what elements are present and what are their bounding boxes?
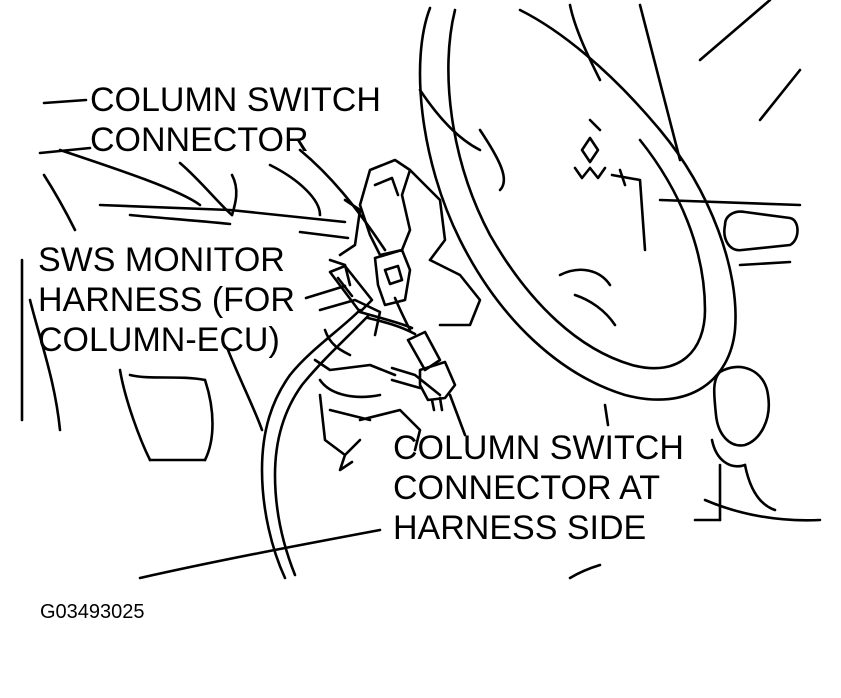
column-assembly [313,158,482,472]
leader-lines [42,98,467,437]
callout-line: COLUMN SWITCH [90,81,381,119]
callout-column-switch-connector: COLUMN SWITCH CONNECTOR [90,80,381,160]
monitor-harness-wire [260,296,417,580]
callout-line: COLUMN-ECU) [38,321,280,359]
callout-line: HARNESS SIDE [393,509,647,547]
callout-line: HARNESS (FOR [38,281,295,319]
callout-line: COLUMN SWITCH [393,429,684,467]
leader-sws-monitor-mid [304,284,347,300]
shift-knob [693,365,822,522]
callout-line: CONNECTOR [90,121,309,159]
harness-side-connector-plug [418,360,457,402]
leader-harness-side [448,393,467,437]
leader-connector-curve [298,148,387,252]
leader-column-switch-connector [42,98,88,105]
emblem-icon [573,136,607,180]
callout-line: CONNECTOR AT [393,469,660,507]
steering-wheel [418,6,799,427]
column-switch-connector-body [373,248,412,307]
sws-monitor-connector-body [328,264,374,314]
leader-sws-monitor-top [298,230,350,240]
callout-harness-side-connector: COLUMN SWITCH CONNECTOR AT HARNESS SIDE [393,428,684,548]
callout-line: SWS MONITOR [38,241,285,279]
harness-side-connector-body [406,330,442,372]
figure-code: G03493025 [40,601,145,623]
callout-sws-monitor-harness: SWS MONITOR HARNESS (FOR COLUMN-ECU) [38,240,295,360]
dashboard-outline [20,0,802,580]
